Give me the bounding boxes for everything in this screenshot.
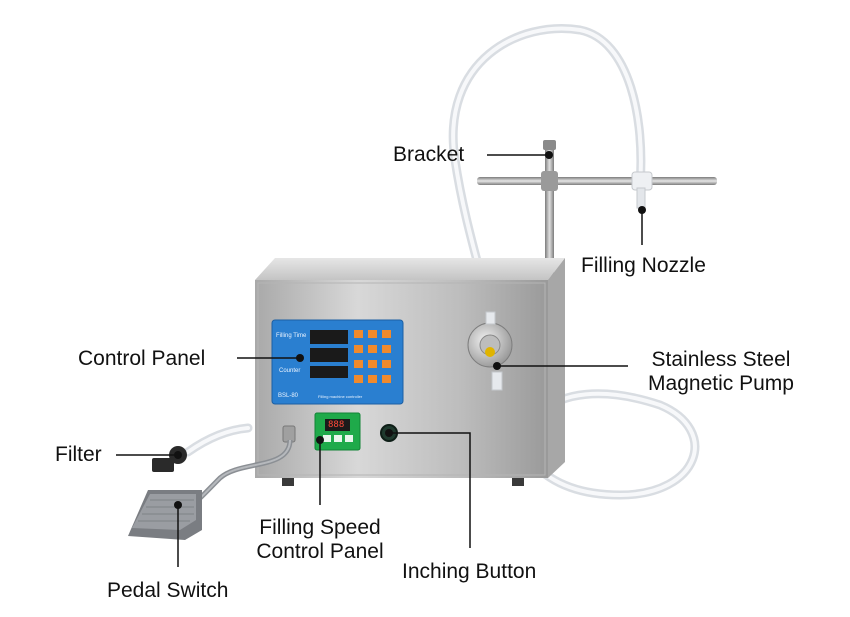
bracket-rod [545, 145, 554, 370]
inlet-hose [183, 423, 253, 457]
label-pump-line1: Stainless Steel [651, 348, 791, 371]
label-speed-line2: Control Panel [256, 540, 384, 563]
speed-panel-graphic [314, 412, 361, 451]
model-text: BSL-80 [278, 393, 299, 399]
label-inching-button: Inching Button [402, 560, 537, 583]
bracket-cross-rod [477, 177, 717, 185]
label-filling-nozzle: Filling Nozzle [581, 254, 706, 277]
control-panel-graphic [271, 319, 404, 405]
label-filter: Filter [55, 443, 102, 466]
label-bracket: Bracket [393, 143, 465, 166]
filter-graphic [152, 446, 187, 472]
controller-subtitle-text: Filling machine controller [318, 394, 363, 399]
label-pump-line2: Magnetic Pump [648, 372, 794, 395]
magnetic-pump-graphic [467, 311, 513, 391]
label-filling-speed-panel: Filling Speed Control Panel [240, 516, 400, 564]
filling-time-text: Filling Time [276, 333, 307, 339]
speed-readout-text: 888 [328, 420, 345, 430]
power-fitting [282, 425, 296, 443]
label-pedal-switch: Pedal Switch [107, 579, 229, 602]
filling-nozzle-tip [636, 187, 646, 209]
counter-text: Counter [279, 368, 301, 374]
nozzle-clamp [631, 171, 653, 191]
pedal-switch-graphic [128, 490, 202, 540]
label-speed-line1: Filling Speed [259, 516, 381, 539]
label-magnetic-pump: Stainless Steel Magnetic Pump [636, 348, 806, 396]
leader-dots [174, 151, 646, 509]
leader-lines [116, 154, 643, 567]
label-control-panel: Control Panel [78, 347, 206, 370]
